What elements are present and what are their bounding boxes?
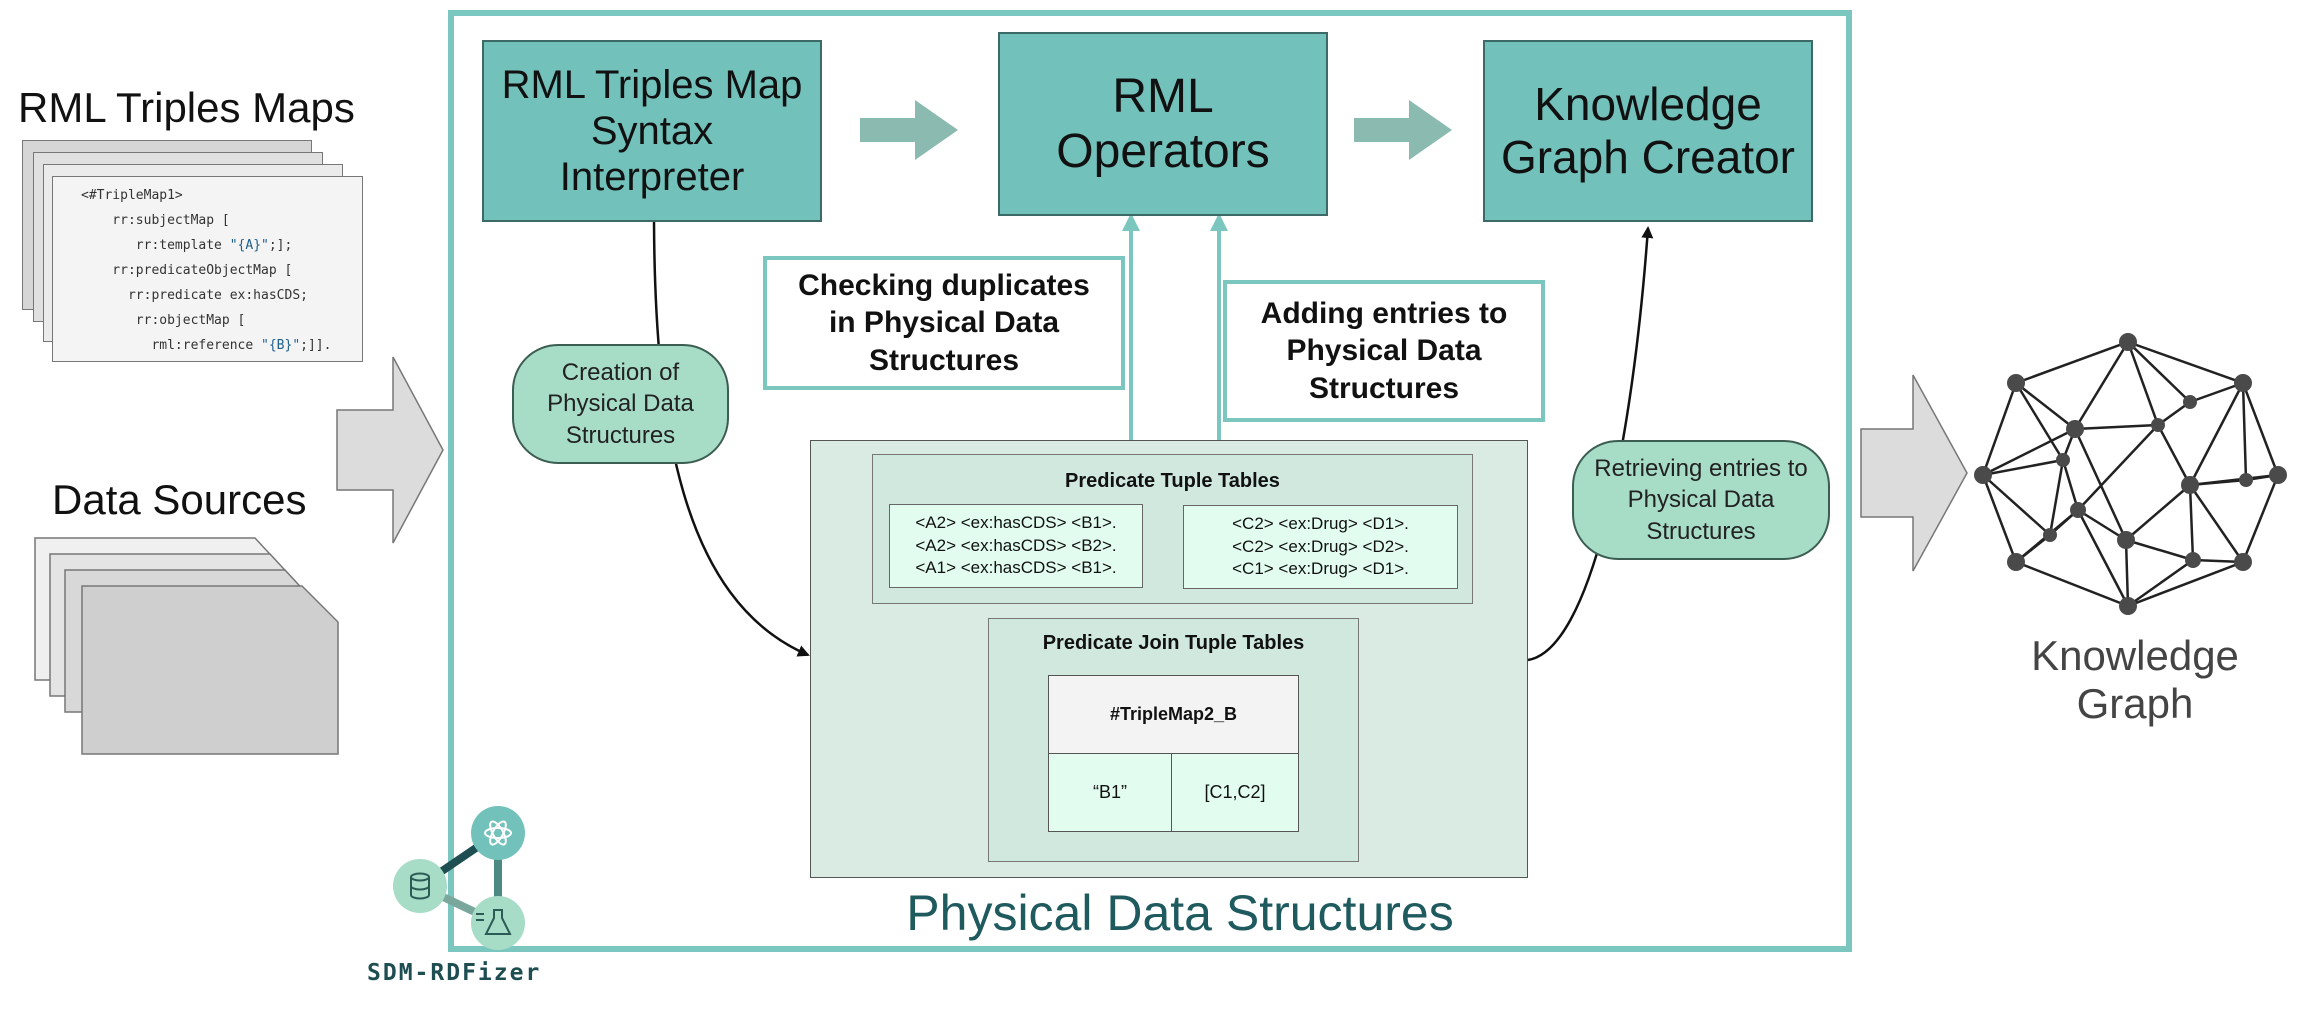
logo-text: SDM-RDFizer: [367, 960, 542, 986]
mappings-title: RML Triples Maps: [18, 84, 355, 131]
sources-title: Data Sources: [52, 476, 307, 523]
code-line: rr:subjectMap [: [81, 213, 230, 228]
sdm-rdfizer-logo: [393, 806, 525, 950]
frame-label: Physical Data Structures: [906, 885, 1454, 941]
join-table-key: “B1”: [1048, 753, 1172, 832]
tuple-row: <C1> <ex:Drug> <D1>.: [1232, 559, 1409, 579]
output-arrow: [1860, 374, 1968, 572]
kg-creator-box: Knowledge Graph Creator: [1483, 40, 1813, 222]
code-line: rml:reference "{B}";]].: [81, 338, 332, 353]
database-icon: [410, 872, 430, 900]
code-line: rr:objectMap [: [81, 313, 246, 328]
code-line: rr:predicate ex:hasCDS;: [81, 288, 308, 303]
tuple-table-hascds: <A2> <ex:hasCDS> <B1>. <A2> <ex:hasCDS> …: [889, 504, 1143, 588]
creation-pill: Creation of Physical Data Structures: [512, 344, 729, 464]
interpreter-box: RML Triples Map Syntax Interpreter: [482, 40, 822, 222]
checking-duplicates-callout: Checking duplicates in Physical Data Str…: [763, 256, 1125, 390]
code-line: <#TripleMap1>: [81, 188, 183, 203]
tuple-table-drug: <C2> <ex:Drug> <D1>. <C2> <ex:Drug> <D2>…: [1183, 505, 1458, 589]
ptt-title: Predicate Tuple Tables: [1065, 470, 1280, 492]
tuple-row: <C2> <ex:Drug> <D2>.: [1232, 536, 1409, 556]
tuple-row: <A2> <ex:hasCDS> <B2>.: [915, 535, 1117, 555]
atom-icon: [484, 820, 512, 846]
join-table-header: #TripleMap2_B: [1048, 675, 1299, 754]
retrieving-pill: Retrieving entries to Physical Data Stru…: [1572, 440, 1830, 560]
data-source-files: [34, 537, 339, 755]
tuple-row: <A1> <ex:hasCDS> <B1>.: [915, 558, 1117, 578]
knowledge-graph-icon: [1974, 333, 2287, 615]
pjtt-title: Predicate Join Tuple Tables: [1042, 632, 1305, 654]
code-line: rr:predicateObjectMap [: [81, 263, 293, 278]
rml-operators-box: RML Operators: [998, 32, 1328, 216]
mapping-code-doc: <#TripleMap1> rr:subjectMap [ rr:templat…: [52, 176, 363, 362]
tuple-row: <C2> <ex:Drug> <D1>.: [1232, 513, 1409, 533]
input-arrow: [336, 356, 444, 544]
kg-label: Knowledge Graph: [2031, 632, 2239, 728]
adding-entries-callout: Adding entries to Physical Data Structur…: [1223, 280, 1545, 422]
flask-icon: [476, 909, 512, 935]
tuple-row: <A2> <ex:hasCDS> <B1>.: [915, 512, 1117, 532]
sdm-rdfizer-frame: [448, 10, 1852, 952]
join-table-value: [C1,C2]: [1171, 753, 1299, 832]
code-line: rr:template "{A}";];: [81, 238, 293, 253]
